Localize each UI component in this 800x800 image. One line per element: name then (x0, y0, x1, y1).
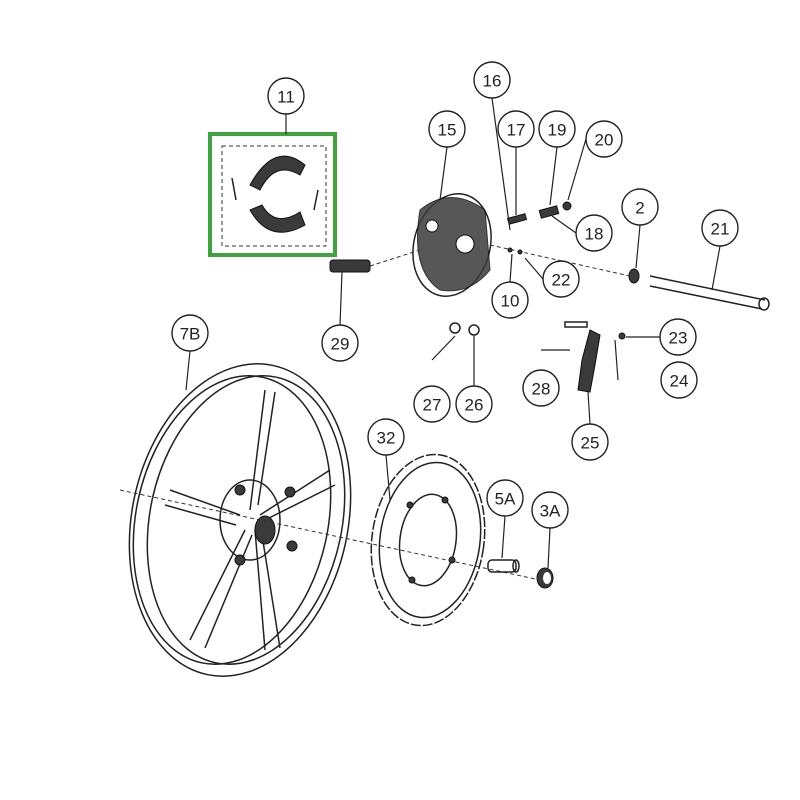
callout-circle (571, 423, 609, 461)
callout-circle (428, 110, 466, 148)
callout-circle (542, 260, 580, 298)
callout-label: 17 (507, 121, 526, 140)
callout-label: 16 (483, 72, 502, 91)
callout-27[interactable]: 27 (413, 385, 451, 423)
callout-23[interactable]: 23 (659, 318, 697, 356)
callout-3a[interactable]: 3A (531, 491, 569, 529)
callout-19[interactable]: 19 (538, 110, 576, 148)
callout-25[interactable]: 25 (571, 423, 609, 461)
brake-disc (370, 453, 486, 627)
highlight-box (208, 132, 337, 257)
leader-line-10 (509, 253, 513, 283)
leader-line-5a (501, 515, 506, 559)
callout-label: 26 (465, 396, 484, 415)
callout-circle (621, 188, 659, 226)
callout-circle (321, 324, 359, 362)
brake-lever (564, 321, 626, 393)
callout-label: 11 (277, 88, 295, 107)
callout-26[interactable]: 26 (455, 385, 493, 423)
small-parts (449, 201, 572, 336)
callout-circle (413, 385, 451, 423)
wheel-rim (128, 363, 352, 677)
callout-label: 5A (495, 490, 516, 509)
leader-line-29 (339, 271, 343, 326)
callout-label: 21 (711, 220, 730, 239)
callout-label: 15 (438, 121, 457, 140)
callout-16[interactable]: 16 (473, 61, 511, 99)
leader-line-7b (185, 350, 191, 391)
callout-circle (455, 385, 493, 423)
leader-line-24 (614, 339, 619, 381)
callout-label: 32 (377, 429, 396, 448)
callout-21[interactable]: 21 (701, 209, 739, 247)
callout-15[interactable]: 15 (428, 110, 466, 148)
callout-label: 19 (548, 121, 567, 140)
spacer-3a (536, 567, 554, 589)
callout-label: 20 (595, 131, 614, 150)
brake-plate (412, 193, 492, 297)
leader-line-27 (431, 335, 456, 361)
leader-line-20 (567, 138, 587, 201)
leader-line-19 (549, 146, 558, 206)
callout-label: 7B (180, 325, 201, 344)
callout-circle (522, 369, 560, 407)
callout-label: 22 (552, 271, 571, 290)
callout-11[interactable]: 11 (267, 77, 305, 115)
brake-shoes (221, 145, 327, 247)
callout-32[interactable]: 32 (367, 418, 405, 456)
callout-circle (660, 361, 698, 399)
callout-label: 2 (635, 199, 644, 218)
callout-circle (473, 61, 511, 99)
leader-line-21 (711, 245, 721, 291)
spring-29 (329, 249, 421, 273)
callout-18[interactable]: 18 (575, 214, 613, 252)
callout-29[interactable]: 29 (321, 324, 359, 362)
callout-circle (701, 209, 739, 247)
callout-label: 10 (501, 292, 520, 311)
spacer-5a (487, 559, 520, 573)
callout-10[interactable]: 10 (491, 281, 529, 319)
callout-label: 23 (669, 329, 688, 348)
callout-label: 29 (331, 335, 350, 354)
leader-line-3a (547, 527, 551, 569)
axle-21 (489, 244, 770, 311)
callout-20[interactable]: 20 (585, 120, 623, 158)
callout-circle (575, 214, 613, 252)
leader-line-15 (439, 146, 448, 201)
leader-line-25 (587, 391, 591, 425)
callout-circle (585, 120, 623, 158)
callout-circle (659, 318, 697, 356)
leader-line-16 (491, 97, 511, 231)
leader-line-2 (635, 224, 641, 269)
callout-label: 25 (581, 434, 600, 453)
callout-circle (267, 77, 305, 115)
callout-circle (367, 418, 405, 456)
leader-line-32 (385, 454, 391, 501)
callout-label: 28 (532, 380, 551, 399)
callout-circle (491, 281, 529, 319)
callout-label: 27 (423, 396, 442, 415)
callout-circle (497, 110, 535, 148)
callout-7b[interactable]: 7B (171, 314, 209, 352)
leader-line-18 (551, 215, 577, 234)
callout-circle (538, 110, 576, 148)
callout-circle (531, 491, 569, 529)
callout-label: 3A (540, 502, 561, 521)
callout-5a[interactable]: 5A (486, 479, 524, 517)
callout-circle (171, 314, 209, 352)
callout-2[interactable]: 2 (621, 188, 659, 226)
callout-28[interactable]: 28 (522, 369, 560, 407)
callout-17[interactable]: 17 (497, 110, 535, 148)
callout-24[interactable]: 24 (660, 361, 698, 399)
callout-circle (486, 479, 524, 517)
callout-label: 24 (670, 372, 689, 391)
callout-22[interactable]: 22 (542, 260, 580, 298)
leader-line-22 (524, 257, 544, 280)
callout-label: 18 (585, 225, 604, 244)
